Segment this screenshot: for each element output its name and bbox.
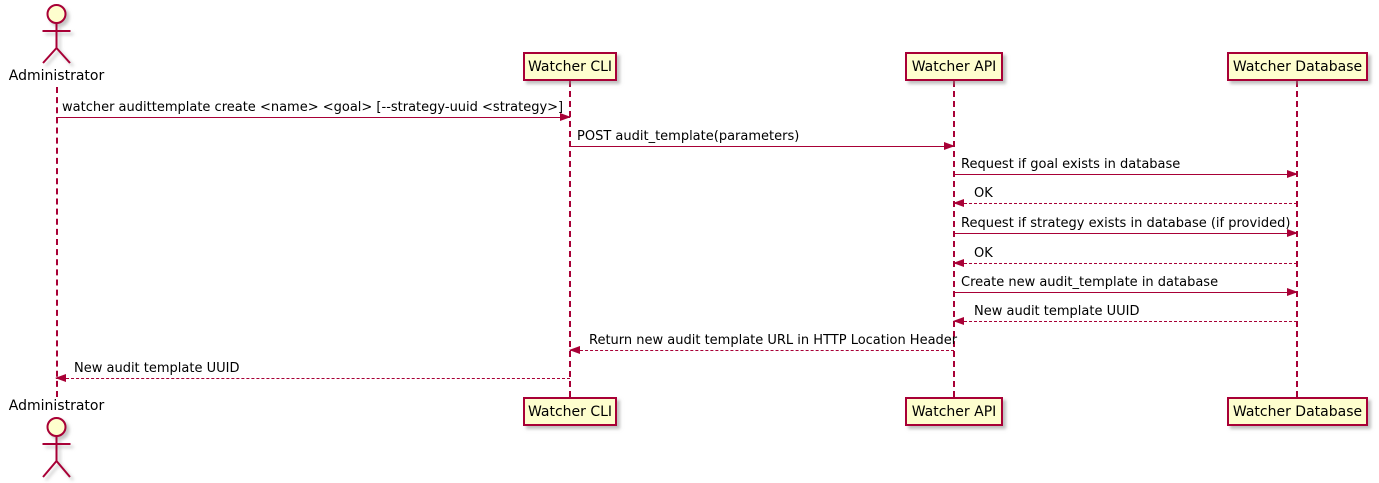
actor-label-bottom: Administrator xyxy=(8,398,105,414)
message-label: Request if goal exists in database xyxy=(961,157,1181,172)
actor-icon xyxy=(42,4,71,64)
message-arrow xyxy=(954,170,1298,178)
participant-watcher-cli-bottom: Watcher CLI xyxy=(523,397,617,426)
message-label: New audit template UUID xyxy=(974,304,1140,319)
participant-watcher-database-top: Watcher Database xyxy=(1227,52,1368,81)
message-arrow xyxy=(570,142,955,150)
message-label: New audit template UUID xyxy=(74,361,240,376)
actor-icon xyxy=(42,417,71,478)
lifeline-watcher-api xyxy=(953,81,955,397)
message-arrow xyxy=(953,199,1297,207)
message-arrow xyxy=(953,317,1297,325)
message-label: watcher audittemplate create <name> <goa… xyxy=(62,100,564,115)
message-arrow xyxy=(953,259,1297,267)
lifeline-watcher-cli xyxy=(569,81,571,397)
message-label: OK xyxy=(974,186,993,201)
participant-watcher-cli-top: Watcher CLI xyxy=(523,52,617,81)
participant-watcher-api-bottom: Watcher API xyxy=(905,397,1003,426)
message-label: OK xyxy=(974,246,993,261)
message-label: POST audit_template(parameters) xyxy=(577,129,800,144)
message-arrow xyxy=(954,288,1298,296)
actor-label-top: Administrator xyxy=(8,68,105,84)
message-arrow xyxy=(55,374,570,382)
lifeline-administrator xyxy=(56,87,58,397)
participant-watcher-database-bottom: Watcher Database xyxy=(1227,397,1368,426)
message-label: Request if strategy exists in database (… xyxy=(961,216,1291,231)
lifeline-watcher-database xyxy=(1296,81,1298,397)
message-arrow xyxy=(954,229,1298,237)
message-label: Return new audit template URL in HTTP Lo… xyxy=(589,333,958,348)
message-arrow xyxy=(569,346,954,354)
message-label: Create new audit_template in database xyxy=(961,275,1219,290)
participant-watcher-api-top: Watcher API xyxy=(905,52,1003,81)
message-arrow xyxy=(56,113,571,121)
